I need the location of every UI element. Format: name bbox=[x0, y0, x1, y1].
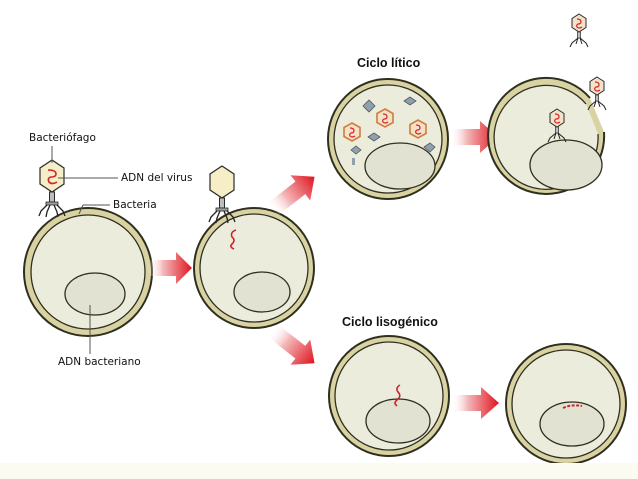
lysing-bacterium bbox=[487, 76, 606, 195]
nucleoid bbox=[365, 398, 431, 444]
lytic-bacterium bbox=[327, 78, 449, 200]
label-bacterial-dna: ADN bacteriano bbox=[58, 356, 141, 368]
nucleoid bbox=[529, 139, 603, 191]
initial-bacterium bbox=[23, 207, 153, 337]
label-bacterium: Bacteria bbox=[113, 199, 157, 211]
empty-phage-icon bbox=[208, 165, 236, 224]
new-virus-particles bbox=[343, 96, 436, 165]
label-lysogenic-cycle: Ciclo lisogénico bbox=[342, 315, 438, 329]
attached-phage-icon bbox=[38, 159, 66, 218]
injected-viral-dna bbox=[230, 229, 237, 250]
label-virus-dna: ADN del virus bbox=[121, 172, 193, 184]
label-bacteriophage: Bacteriófago bbox=[29, 132, 96, 144]
nucleoid bbox=[64, 272, 126, 316]
infected-bacterium bbox=[193, 207, 315, 329]
released-phage-icon bbox=[569, 13, 589, 48]
arrow-to-lysogenic bbox=[267, 323, 315, 365]
integrated-prophage bbox=[562, 404, 583, 409]
viral-dna bbox=[394, 384, 401, 407]
nucleoid bbox=[233, 271, 291, 313]
arrow-infection bbox=[148, 252, 192, 284]
released-phage-icon bbox=[587, 76, 607, 111]
footer-strip bbox=[0, 463, 638, 479]
arrow-lysis bbox=[450, 121, 498, 153]
nucleoid bbox=[364, 142, 436, 190]
callout-lines bbox=[51, 146, 118, 354]
arrow-replication bbox=[451, 387, 499, 419]
arrow-to-lytic bbox=[267, 175, 315, 217]
nucleoid bbox=[539, 401, 605, 447]
label-lytic-cycle: Ciclo lítico bbox=[357, 56, 421, 70]
lysogenic-bacterium bbox=[328, 335, 450, 457]
prophage-bacterium bbox=[505, 343, 627, 465]
